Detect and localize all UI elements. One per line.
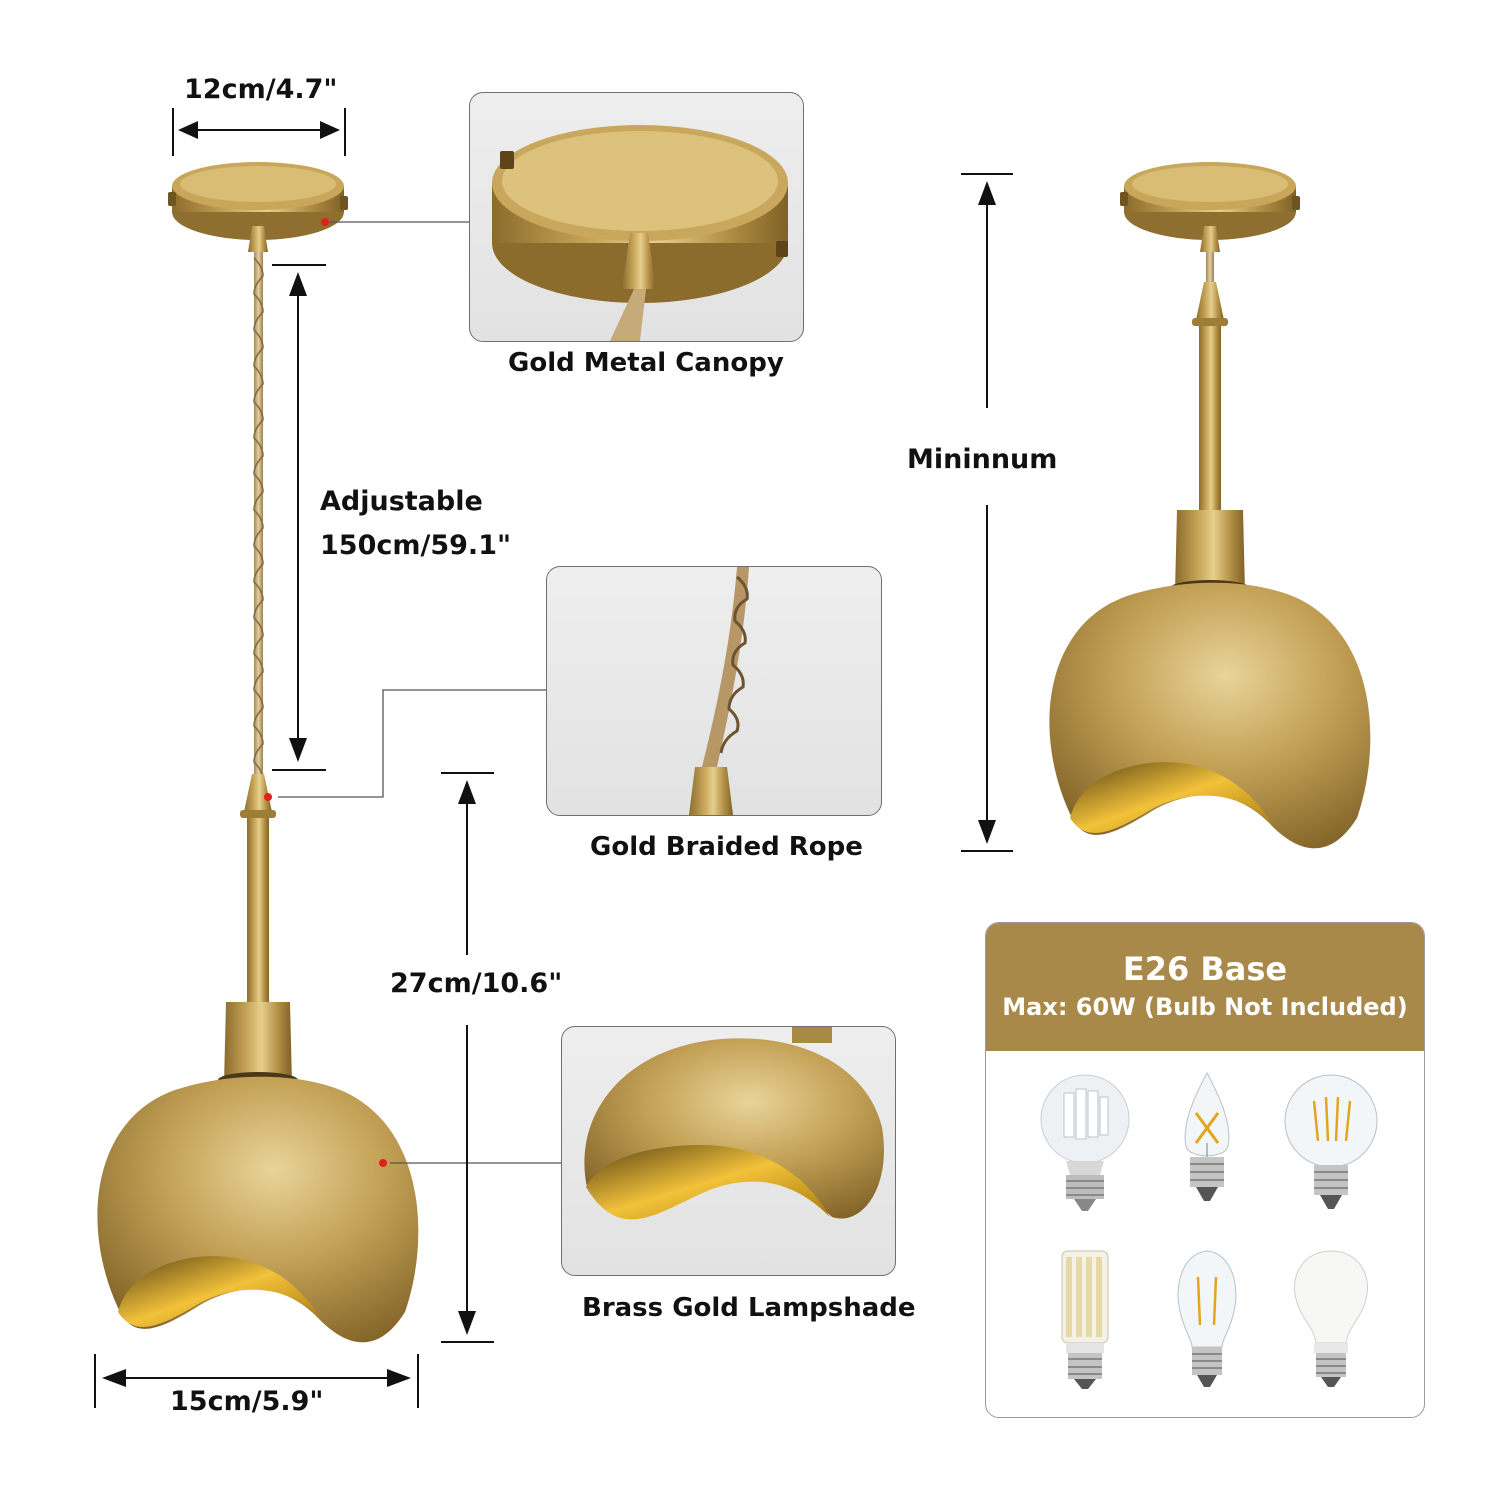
shade-detail-image	[561, 1026, 896, 1276]
dimension-lines	[94, 108, 1013, 1408]
st-filament-bulb-icon	[1152, 1247, 1262, 1392]
lampshade	[97, 1076, 419, 1343]
rod	[218, 774, 298, 1088]
cord-length-label: 150cm/59.1"	[320, 530, 512, 561]
rope-detail-image	[546, 566, 882, 816]
base-type-title: E26 Base	[1122, 950, 1288, 988]
callout-lines	[278, 221, 561, 1164]
minimum-height-label: Mininnum	[907, 444, 1058, 475]
globe-filament-bulb-icon	[1276, 1071, 1386, 1216]
canopy	[168, 162, 348, 252]
cord-adjustable-label: Adjustable	[320, 486, 483, 517]
max-wattage-note: Max: 60W (Bulb Not Included)	[1002, 993, 1408, 1021]
body-height-label: 27cm/10.6"	[390, 968, 563, 999]
candle-filament-bulb-icon	[1152, 1071, 1262, 1216]
canopy-width-label: 12cm/4.7"	[184, 74, 338, 105]
bulb-base-card: E26 Base Max: 60W (Bulb Not Included)	[985, 922, 1425, 1418]
callout-markers	[264, 218, 387, 1167]
shade-width-label: 15cm/5.9"	[170, 1386, 324, 1417]
canopy-detail-image	[469, 92, 804, 342]
right-pendant	[1049, 162, 1371, 849]
rope-caption: Gold Braided Rope	[590, 832, 863, 862]
left-pendant	[97, 162, 419, 1343]
compatible-bulbs	[986, 1051, 1424, 1417]
led-corn-bulb-icon	[1030, 1071, 1140, 1216]
bulb-base-header: E26 Base Max: 60W (Bulb Not Included)	[986, 923, 1424, 1051]
a19-bulb-icon	[1276, 1247, 1386, 1392]
canopy-caption: Gold Metal Canopy	[508, 348, 784, 378]
shade-caption: Brass Gold Lampshade	[582, 1293, 916, 1323]
corn-led-bulb-icon	[1030, 1247, 1140, 1392]
braided-rope	[253, 252, 264, 781]
